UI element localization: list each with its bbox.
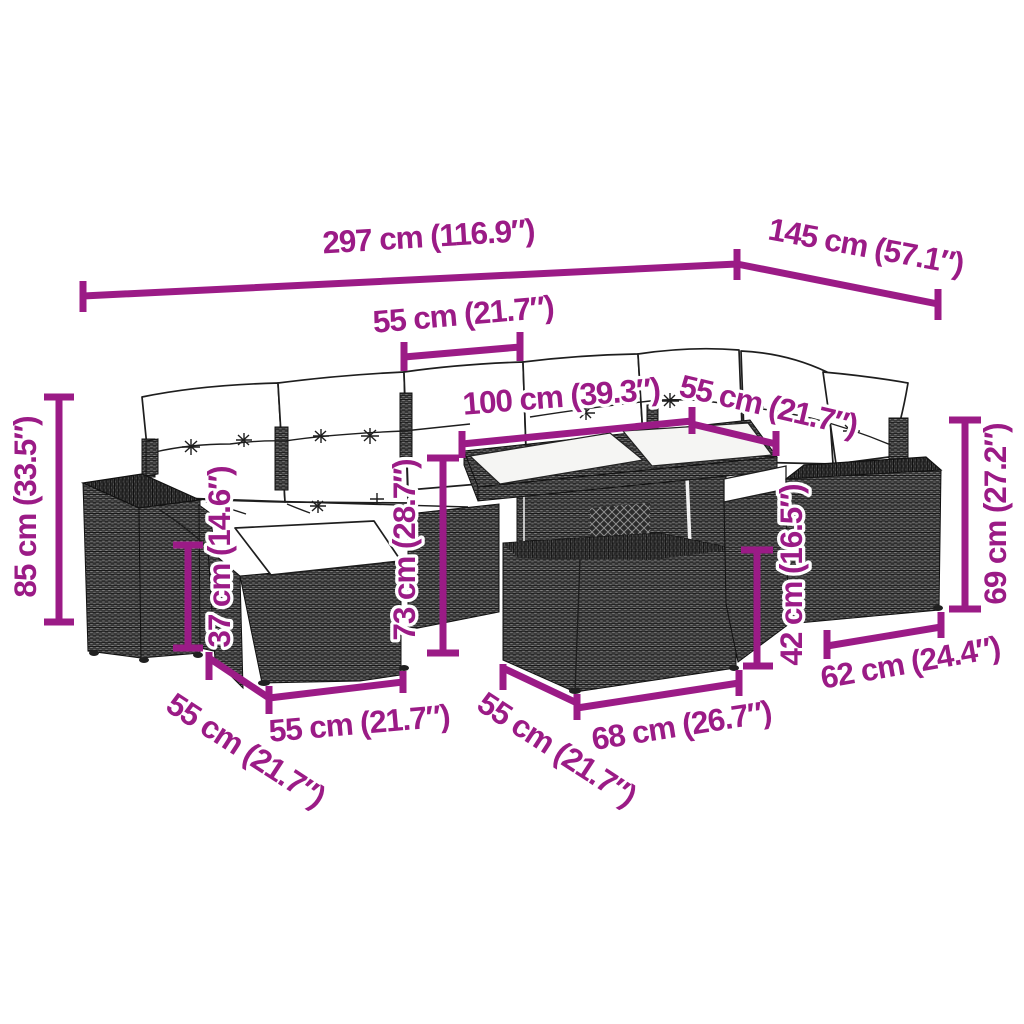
svg-text:42 cm (16.5″): 42 cm (16.5″) (773, 484, 809, 665)
svg-text:73 cm (28.7″): 73 cm (28.7″) (386, 459, 422, 640)
svg-text:37 cm (14.6″): 37 cm (14.6″) (201, 466, 237, 647)
svg-text:69 cm (27.2″): 69 cm (27.2″) (977, 423, 1013, 604)
svg-text:85 cm (33.5″): 85 cm (33.5″) (7, 416, 43, 597)
